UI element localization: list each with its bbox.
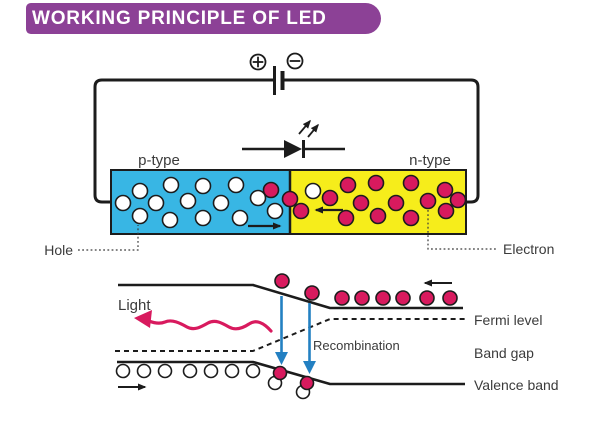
electron-circle [402,174,420,192]
electron-circle [304,285,320,301]
electron-circle [339,176,357,194]
hole-circle [231,209,249,227]
title-banner: WORKING PRINCIPLE OF LED [26,3,381,34]
n-type-electrons-group [281,174,467,227]
valence-band-label: Valence band [474,377,559,393]
electron-circle [436,181,454,199]
electron-circle [299,375,315,391]
conduction-band-electrons-group [334,290,458,306]
valence-band-line [117,360,465,386]
falling-electrons-group [274,273,320,301]
band-gap-label: Band gap [474,345,534,361]
electron-circle [375,290,391,306]
electron-circle [449,191,467,209]
led-symbol-icon [242,119,345,158]
hole-circle [162,176,180,194]
electron-circle [292,202,310,220]
electron-circle [419,290,435,306]
electron-circle [321,189,339,207]
hole-circle [203,363,219,379]
hole-circle [136,363,152,379]
hole-circle [224,363,240,379]
hole-circle [131,207,149,225]
hole-circle [245,363,261,379]
recombination-arrow-2 [303,303,316,374]
hole-circle [147,194,165,212]
electron-circle [402,209,420,227]
p-type-holes-group [114,176,284,229]
electron-circle [437,202,455,220]
light-wave-arrow [134,310,273,333]
electron-circle [419,192,437,210]
recombining-pairs-group [267,365,315,400]
hole-circle [179,192,197,210]
circuit-wire-left [93,78,273,204]
hole-circle [157,363,173,379]
electron-circle [395,290,411,306]
conduction-band-line [118,283,463,310]
electron-callout-line [427,210,496,250]
electron-circle [337,209,355,227]
n-type-label: n-type [409,152,451,169]
battery-positive-icon [249,53,267,71]
hole-circle [227,176,245,194]
electron-circle [274,273,290,289]
hole-circle [194,209,212,227]
n-type-holes-group [304,182,322,200]
p-type-electrons-group [262,181,280,199]
electron-circle [352,194,370,212]
electron-circle [367,174,385,192]
electron-circle [272,365,288,381]
hole-circle [266,202,284,220]
hole-circle [182,363,198,379]
electron-circle [442,290,458,306]
page-title: WORKING PRINCIPLE OF LED [32,7,327,29]
electron-circle [281,190,299,208]
electron-circle [262,181,280,199]
hole-callout-line [78,225,139,251]
hole-circle [304,182,322,200]
hole-circle [194,177,212,195]
hole-circle [212,194,230,212]
hole-circle [161,211,179,229]
recombination-arrow-1 [275,296,288,365]
fermi-level-line [115,318,465,352]
electron-circle [387,194,405,212]
electron-label: Electron [503,241,554,257]
hole-label: Hole [44,242,73,258]
electron-circle [369,207,387,225]
hole-circle [131,182,149,200]
light-label: Light [118,297,151,314]
hole-circle [114,194,132,212]
electron-circle [354,290,370,306]
electron-circle [334,290,350,306]
recombination-label: Recombination [313,338,400,353]
hole-circle [115,363,131,379]
p-type-label: p-type [138,152,180,169]
circuit-wire-right [284,78,480,204]
hole-circle [249,189,267,207]
valence-band-holes-group [115,363,261,379]
fermi-level-label: Fermi level [474,312,542,328]
battery-negative-icon [286,52,304,70]
